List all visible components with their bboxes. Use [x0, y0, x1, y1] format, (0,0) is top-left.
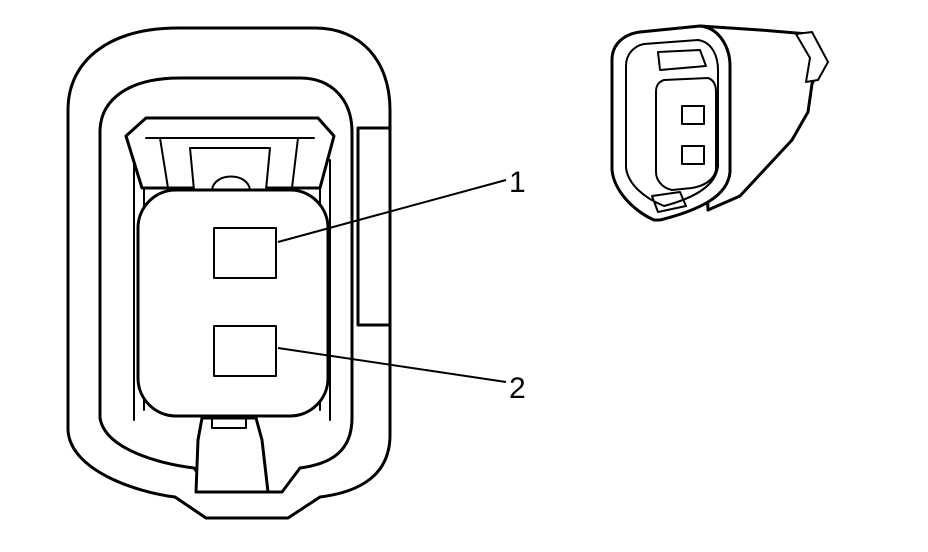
iso-terminal-cavity-1	[681, 105, 705, 125]
connector-face-view	[66, 26, 392, 520]
iso-bottom-key	[651, 191, 687, 213]
leader-line-2	[277, 347, 507, 383]
callout-label-2: 2	[509, 372, 526, 405]
callout-leaders	[277, 179, 507, 383]
housing-side-ridge	[356, 126, 390, 327]
iso-terminal-insert	[655, 77, 717, 191]
bottom-key	[194, 416, 270, 494]
iso-terminal-cavity-2	[681, 145, 705, 165]
callout-label-1: 1	[509, 166, 526, 199]
terminal-cavity-1	[213, 227, 277, 279]
leader-line-1	[277, 179, 507, 243]
top-lock-tab-inner	[145, 137, 315, 189]
terminal-insert	[136, 188, 330, 418]
connector-outer-housing	[66, 26, 392, 520]
iso-rear-latch	[795, 31, 829, 83]
iso-front-face-inner	[625, 39, 719, 207]
bottom-key-slot	[211, 417, 247, 429]
connector-iso-view	[610, 24, 829, 222]
terminal-cavity-2	[213, 325, 277, 377]
iso-top-tab	[657, 49, 707, 71]
